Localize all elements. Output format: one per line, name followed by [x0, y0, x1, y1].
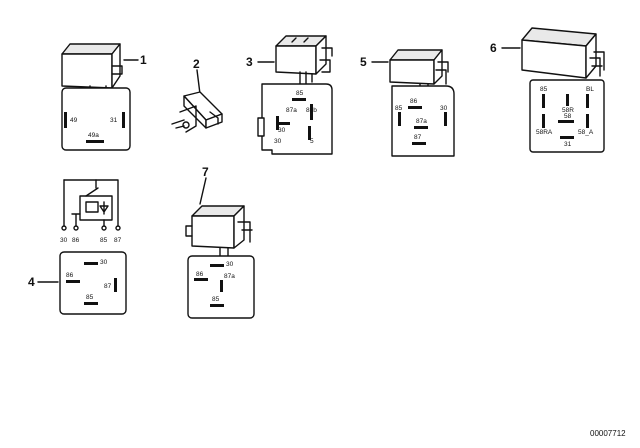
pin-terminal: [210, 304, 224, 307]
pin-label: 5: [310, 138, 314, 145]
pin-terminal: [586, 94, 589, 108]
relay-circuit-schematic: 30 86 85 87: [60, 179, 122, 244]
pin-terminal: [542, 114, 545, 128]
pin-label: 86: [66, 272, 74, 279]
pin-terminal: [114, 278, 117, 292]
pin-label: 87: [414, 134, 422, 141]
pin-label: 30: [226, 261, 234, 268]
pin-terminal: [194, 278, 208, 281]
pin-terminal: [560, 136, 574, 139]
pin-label: 85: [296, 90, 304, 97]
relay-item-3: 3 85 30 87a 86b 30 5: [246, 35, 333, 155]
leader-line: [196, 69, 201, 95]
pin-terminal: [558, 120, 574, 123]
pin-terminal: [412, 142, 426, 145]
pin-terminal: [586, 114, 589, 128]
schematic-pin-label: 86: [72, 237, 80, 244]
pin-terminal: [308, 126, 311, 140]
pin-terminal: [122, 112, 125, 128]
item-number: 1: [140, 53, 147, 67]
pin-label: 86b: [306, 107, 317, 114]
pin-layout-view: 86 85 30 87a 87: [391, 85, 455, 157]
pin-terminal: [398, 112, 401, 126]
pin-label: 86: [196, 271, 204, 278]
pin-terminal: [86, 140, 104, 143]
pin-terminal: [310, 104, 313, 120]
pin-label: 85: [86, 294, 94, 301]
pin-terminal: [292, 98, 306, 101]
pin-label: 85: [540, 86, 548, 93]
terminal-dot: [61, 225, 67, 231]
item-number: 2: [193, 57, 200, 71]
relay-body: [275, 35, 333, 85]
relay-body: [389, 49, 449, 97]
pin-terminal: [444, 112, 447, 126]
terminal-dot: [73, 225, 79, 231]
pin-terminal: [220, 280, 223, 292]
pin-label: 31: [110, 117, 118, 124]
relay-body: [521, 27, 605, 79]
pin-terminal: [276, 122, 290, 125]
schematic-pin-label: 87: [114, 237, 122, 244]
schematic-pin-label: 85: [100, 237, 108, 244]
item-number: 7: [202, 165, 209, 179]
pin-label: 58R: [562, 107, 574, 114]
document-number: 00007712: [590, 429, 626, 438]
pin-layout-view: 30 86 87a 85: [187, 255, 255, 319]
pin-layout-view: 85 30 87a 86b 30 5: [257, 83, 333, 155]
pin-label: 58RA: [536, 129, 553, 136]
relay-item-4: 4 30 86 87 85: [28, 251, 127, 315]
leader-line: [199, 177, 207, 205]
pin-label: BL: [586, 86, 594, 93]
relay-item-7: 7 30 86 87a 85: [185, 165, 255, 319]
pin-terminal: [66, 280, 80, 283]
pin-label: 49: [70, 117, 78, 124]
relay-item-1: 1 49 31 49a: [61, 43, 147, 151]
pin-label: 30: [100, 259, 108, 266]
pin-layout-view: 30 86 87 85: [59, 251, 127, 315]
item-number: 6: [490, 41, 497, 55]
relay-body: [61, 43, 123, 95]
terminal-dot: [101, 225, 107, 231]
pin-layout-view: 49 31 49a: [61, 87, 131, 151]
pin-terminal: [210, 264, 224, 267]
relay-body: [185, 205, 253, 257]
item-number: 4: [28, 275, 35, 289]
pin-terminal: [84, 302, 98, 305]
pin-label: 87a: [416, 118, 427, 125]
terminal-dot: [115, 225, 121, 231]
pin-terminal: [566, 94, 569, 106]
pin-label: 85: [395, 105, 403, 112]
mounting-bracket: [171, 91, 223, 133]
pin-label: 58_A: [578, 129, 594, 136]
pin-terminal: [414, 126, 428, 129]
pin-terminal: [408, 106, 422, 109]
pin-label: 30: [440, 105, 448, 112]
pin-label: 58: [564, 113, 572, 120]
pin-label: 85: [212, 296, 220, 303]
pin-label: 87: [104, 283, 112, 290]
pin-label: 31: [564, 141, 572, 148]
item-number: 3: [246, 55, 253, 69]
pin-terminal: [64, 112, 67, 128]
pin-label: 86: [410, 98, 418, 105]
pin-terminal: [84, 262, 98, 265]
schematic-pin-label: 30: [60, 237, 68, 244]
relay-item-2: 2: [171, 57, 223, 133]
pin-label: 87a: [224, 273, 235, 280]
relay-item-5: 5 86 85 30 87a 87: [360, 49, 455, 157]
pin-terminal: [542, 94, 545, 108]
pin-layout-view: 85 BL 58R 58 58RA 58_A 31: [529, 79, 605, 153]
pin-label: 87a: [286, 107, 297, 114]
pin-label: 49a: [88, 132, 99, 139]
pin-label: 30: [278, 127, 286, 134]
pin-label: 30: [274, 138, 282, 145]
relay-item-6: 6 85 BL 58R 58 58RA 58_A 31: [490, 27, 605, 153]
item-number: 5: [360, 55, 367, 69]
